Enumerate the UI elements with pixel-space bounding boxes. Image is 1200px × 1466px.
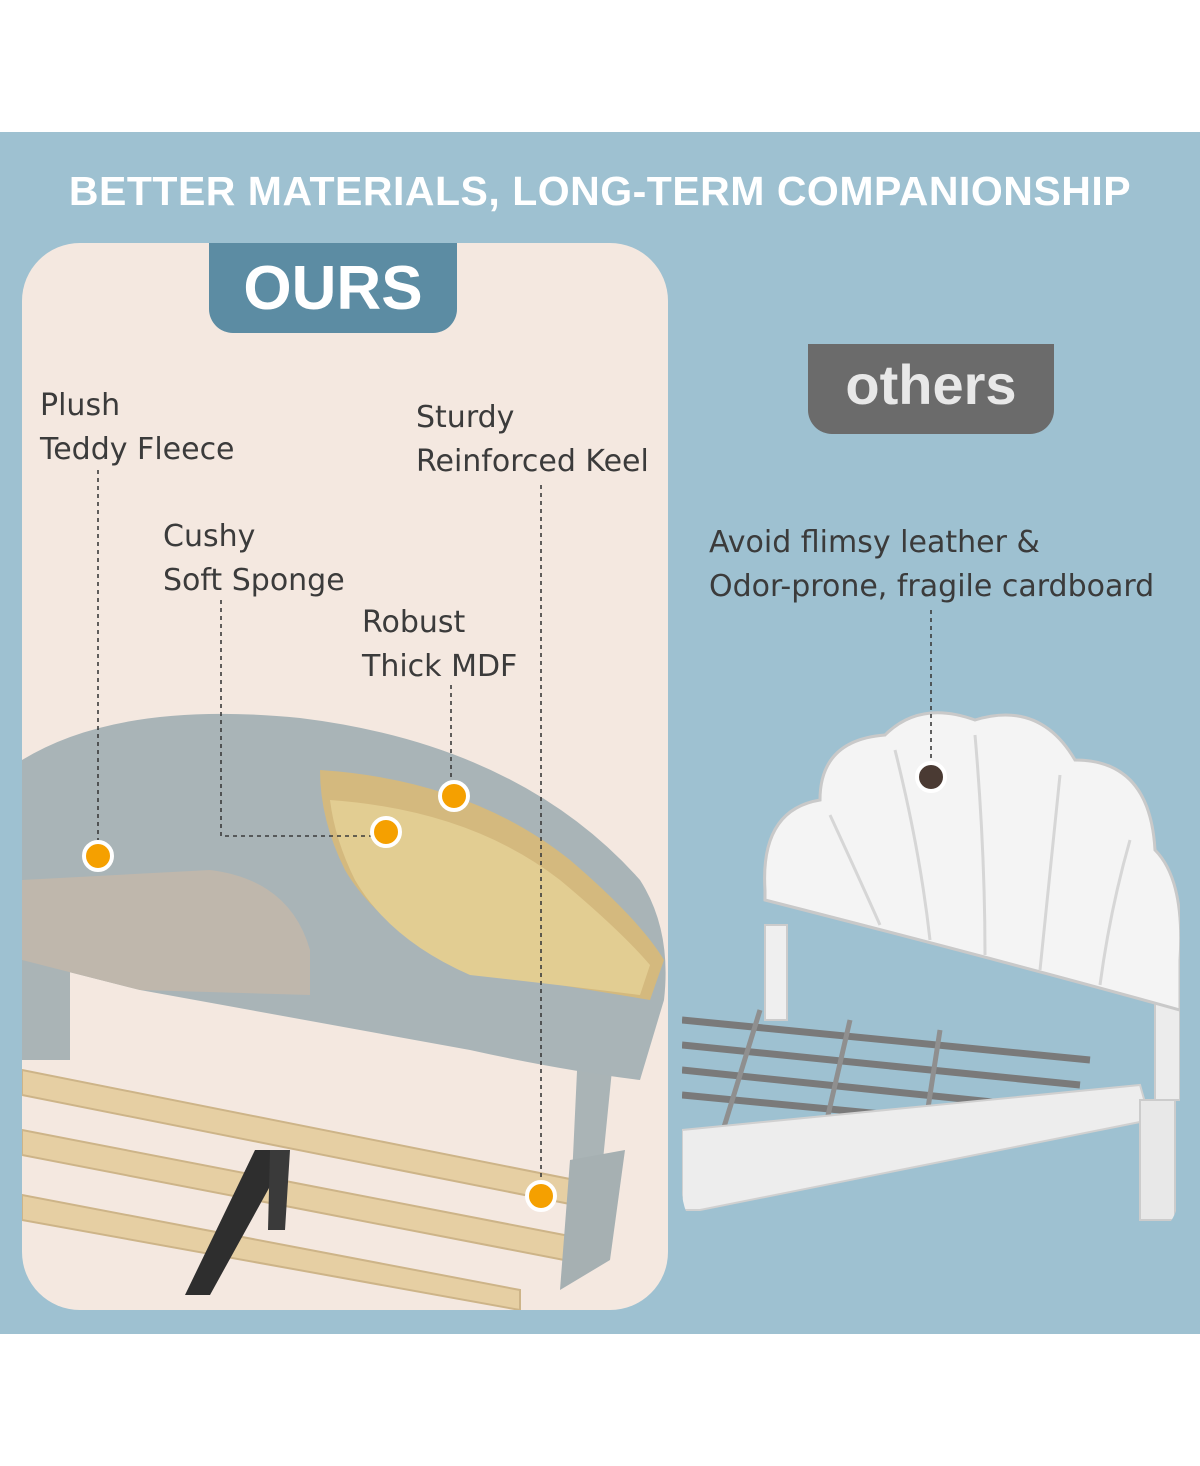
feature-line2: Teddy Fleece — [40, 432, 235, 467]
ours-bed-image — [22, 713, 666, 1310]
feature-reinforced-keel: Sturdy Reinforced Keel — [416, 396, 649, 484]
marker-thick-mdf — [438, 780, 470, 812]
bed-slats — [22, 1068, 601, 1310]
feature-line1: Robust — [362, 605, 466, 640]
feature-line1: Sturdy — [416, 400, 515, 435]
feature-line2: Thick MDF — [362, 649, 518, 684]
feature-teddy-fleece: Plush Teddy Fleece — [40, 384, 235, 472]
headline: BETTER MATERIALS, LONG-TERM COMPANIONSHI… — [68, 168, 1132, 214]
others-bed-image — [682, 711, 1180, 1221]
marker-headboard — [915, 761, 947, 793]
feature-line2: Soft Sponge — [163, 563, 345, 598]
ours-markers — [82, 780, 557, 1212]
others-tab: others — [808, 344, 1054, 434]
callout-line1: Avoid flimsy leather & — [709, 525, 1040, 560]
feature-line1: Cushy — [163, 519, 256, 554]
ours-leader-lines — [97, 470, 542, 1185]
callout-line2: Odor-prone, fragile cardboard — [709, 569, 1155, 604]
others-card — [682, 344, 1180, 1248]
feature-soft-sponge: Cushy Soft Sponge — [163, 515, 345, 603]
feature-line1: Plush — [40, 388, 121, 423]
others-callout: Avoid flimsy leather & Odor-prone, fragi… — [709, 521, 1154, 609]
feature-thick-mdf: Robust Thick MDF — [362, 601, 517, 689]
sponge-cutaway — [330, 800, 650, 995]
shell-headboard — [763, 711, 1180, 1012]
ours-tab: OURS — [209, 243, 457, 333]
marker-soft-sponge — [370, 816, 402, 848]
marker-teddy-fleece — [82, 840, 114, 872]
feature-line2: Reinforced Keel — [416, 444, 649, 479]
marker-reinforced-keel — [525, 1180, 557, 1212]
